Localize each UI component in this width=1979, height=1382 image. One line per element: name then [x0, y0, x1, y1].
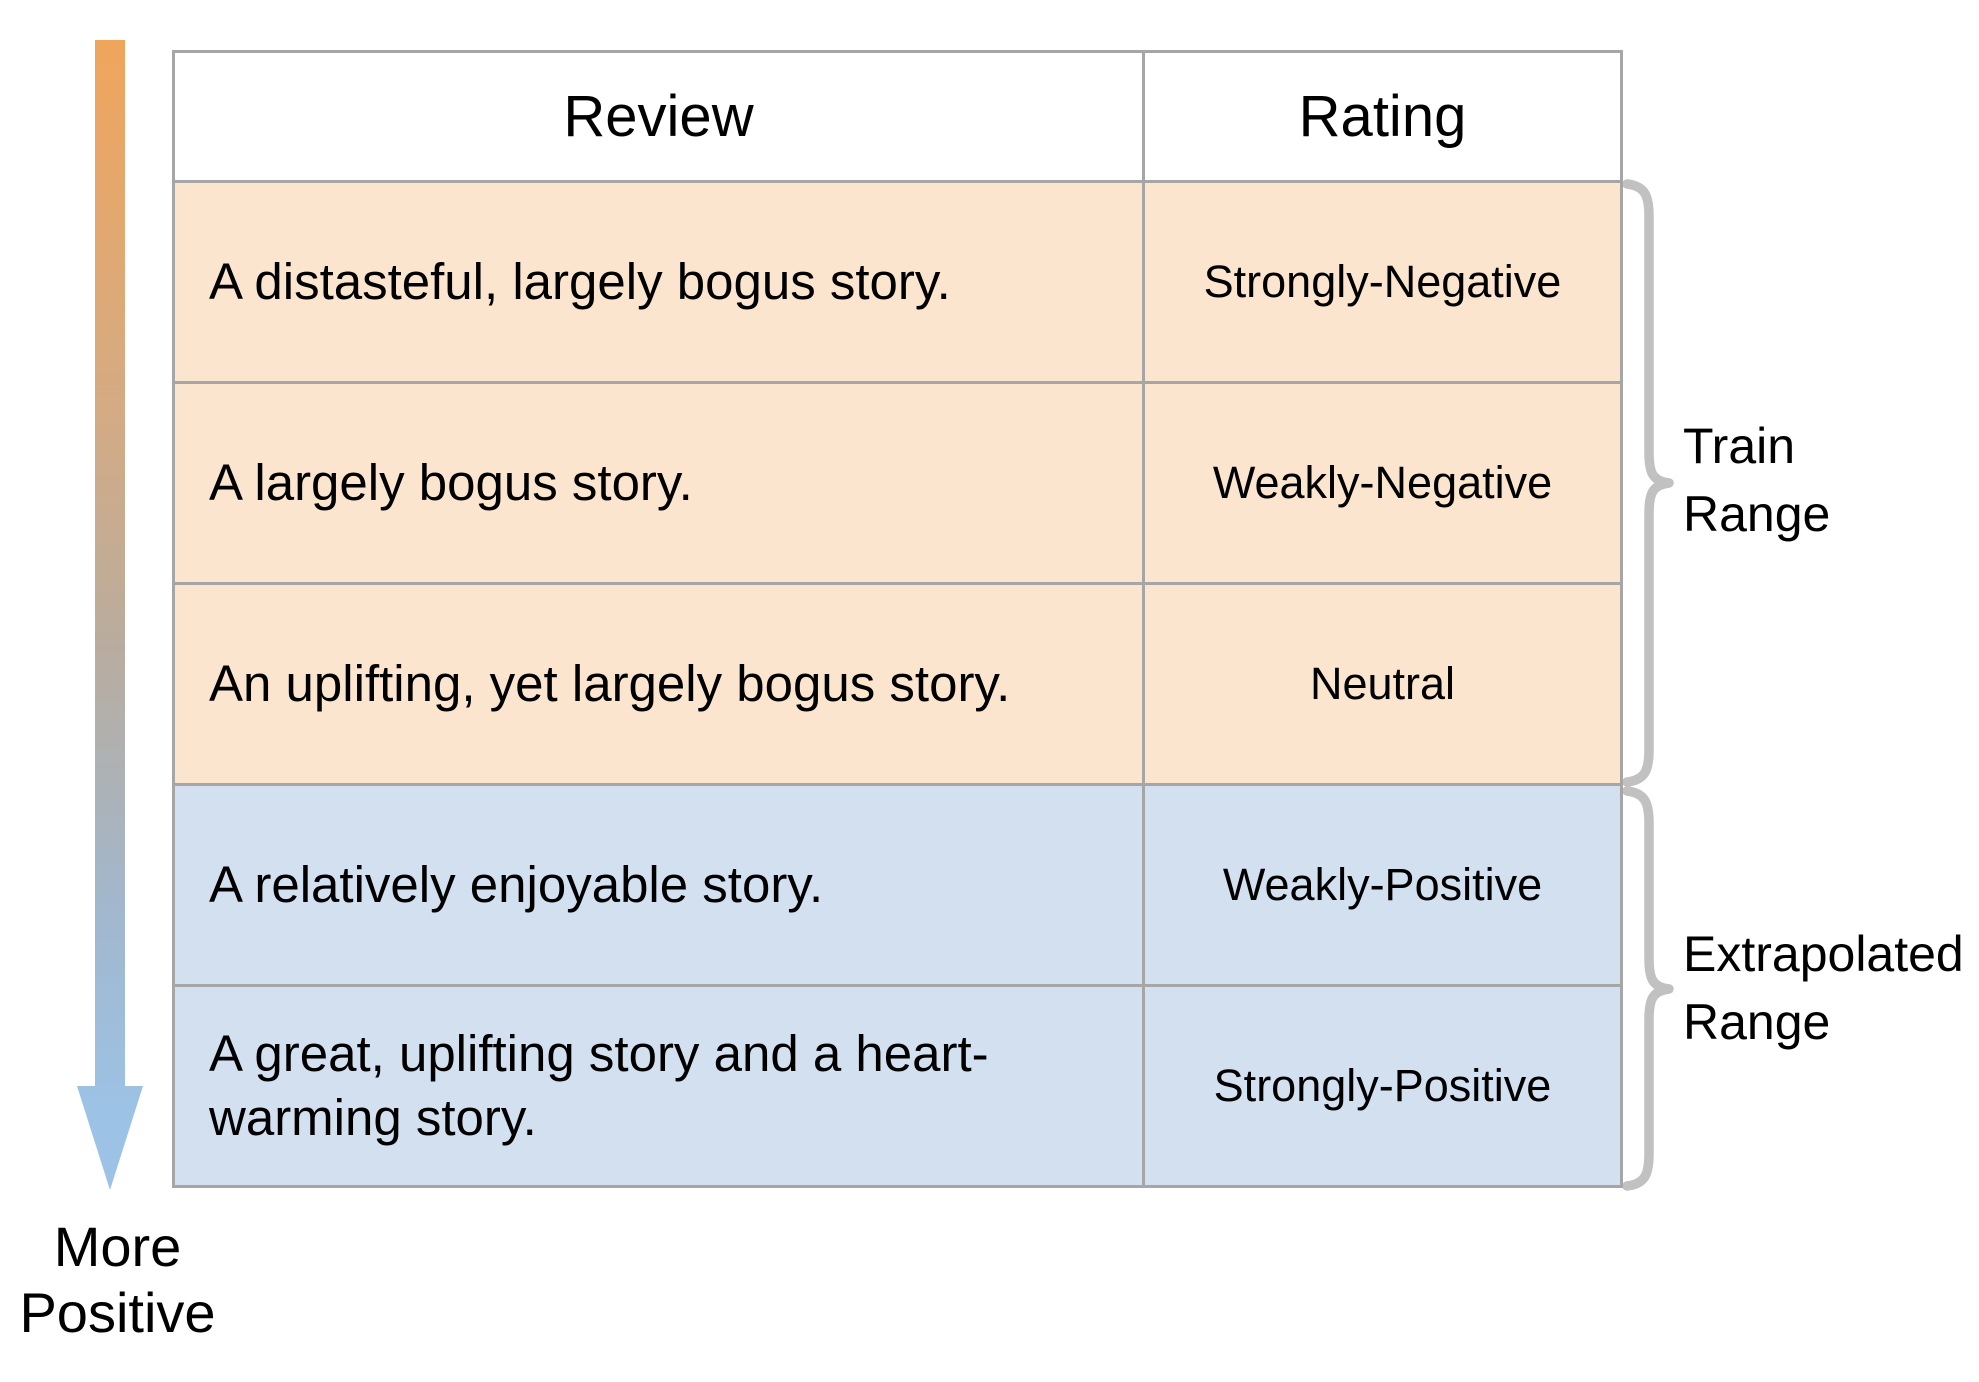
more-positive-axis-label: More Positive — [19, 1215, 216, 1344]
reviews-table: Review Rating A distasteful, largely bog… — [172, 50, 1623, 1188]
review-cell-row3: An uplifting, yet largely bogus story. — [175, 585, 1142, 783]
extrapolated-range-brace-icon — [1622, 786, 1674, 1191]
rating-cell-row1: Strongly-Negative — [1145, 183, 1620, 381]
review-cell-row2: A largely bogus story. — [175, 384, 1142, 582]
train-range-label: Train Range — [1683, 418, 1831, 542]
more-positive-gradient-arrow-icon — [77, 40, 143, 1190]
review-cell-row4: A relatively enjoyable story. — [175, 786, 1142, 984]
table-header-rating: Rating — [1145, 53, 1620, 180]
rating-cell-row4: Weakly-Positive — [1145, 786, 1620, 984]
train-range-brace-icon — [1622, 179, 1674, 787]
review-cell-row5: A great, uplifting story and a heart-war… — [175, 987, 1142, 1185]
extrapolated-range-label: Extrapolated Range — [1683, 926, 1964, 1050]
rating-cell-row5: Strongly-Positive — [1145, 987, 1620, 1185]
rating-cell-row2: Weakly-Negative — [1145, 384, 1620, 582]
table-header-review: Review — [175, 53, 1142, 180]
review-cell-row1: A distasteful, largely bogus story. — [175, 183, 1142, 381]
rating-cell-row3: Neutral — [1145, 585, 1620, 783]
